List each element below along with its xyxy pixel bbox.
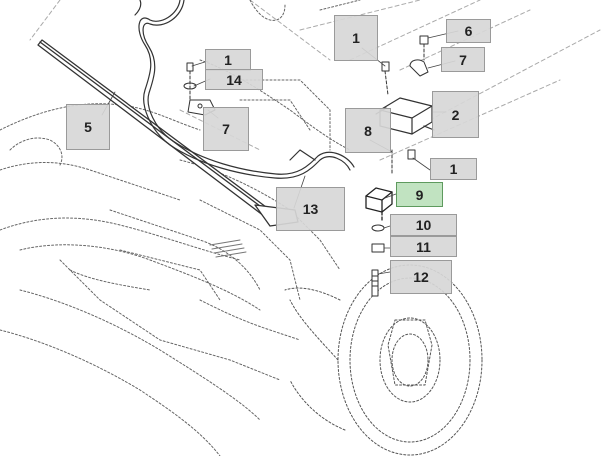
callout-part-12[interactable]: 12: [390, 260, 452, 294]
construction-lines: [29, 0, 601, 161]
callout-part-11[interactable]: 11: [390, 236, 457, 257]
callout-part-1[interactable]: 1: [430, 158, 477, 180]
grille-detail: [209, 239, 247, 258]
cable-harness: [134, 0, 355, 179]
callout-part-10[interactable]: 10: [390, 214, 457, 236]
wheel-hub: [284, 264, 483, 456]
callout-part-1[interactable]: 1: [205, 49, 251, 71]
callout-part-13[interactable]: 13: [276, 187, 345, 231]
callout-part-7[interactable]: 7: [441, 47, 485, 72]
bolt-part-1-left: [183, 62, 197, 101]
callout-part-2[interactable]: 2: [432, 91, 479, 138]
callout-part-1[interactable]: 1: [334, 15, 378, 61]
bolt-part-1-right: [407, 149, 416, 160]
washer-part-10: [371, 224, 385, 232]
callout-part-9[interactable]: 9: [396, 182, 443, 207]
sensor-part-9: [365, 187, 393, 223]
callout-part-5[interactable]: 5: [66, 104, 110, 150]
callout-part-7[interactable]: 7: [203, 107, 249, 151]
callout-part-14[interactable]: 14: [205, 69, 263, 90]
bolt-part-1-top: [381, 61, 390, 96]
callout-part-8[interactable]: 8: [345, 108, 391, 153]
stud-part-12: [371, 269, 379, 297]
nut-part-11: [371, 243, 385, 253]
callout-part-6[interactable]: 6: [446, 19, 491, 43]
clip-part-6-7: [409, 35, 429, 77]
